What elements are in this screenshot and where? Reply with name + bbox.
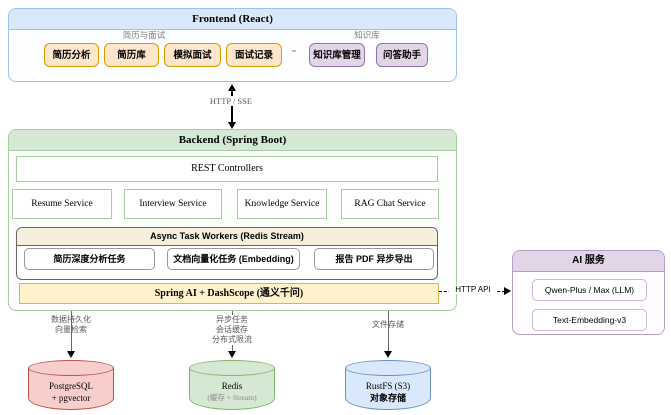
frontend-title: Frontend (React): [9, 9, 456, 30]
group-label-knowledge: 知识库: [354, 30, 380, 40]
node-interview-records: 面试记录: [226, 43, 282, 67]
node-spring-ai-dashscope: Spring AI + DashScope (通义千问): [19, 283, 439, 304]
cylinder-top: [189, 360, 275, 376]
task-pdf-export: 报告 PDF 异步导出: [314, 248, 434, 270]
task-doc-embedding: 文档向量化任务 (Embedding): [167, 248, 300, 270]
arrow-down-icon: [228, 351, 236, 358]
db-rustfs-label: RustFS (S3) 对象存储: [345, 380, 431, 404]
http-sse-label: HTTP / SSE: [203, 96, 259, 106]
db-redis-label: Redis (缓存 + Stream): [189, 380, 275, 404]
link-label-line: 数据持久化: [51, 315, 91, 324]
backend-title: Backend (Spring Boot): [9, 130, 456, 151]
db-postgresql-label: PostgreSQL + pgvector: [28, 380, 114, 404]
task-resume-analysis: 简历深度分析任务: [24, 248, 155, 270]
cylinder-top: [28, 360, 114, 376]
node-mock-interview: 模拟面试: [164, 43, 221, 67]
db-redis-cylinder: Redis (缓存 + Stream): [189, 360, 275, 410]
node-qwen-llm: Qwen-Plus / Max (LLM): [532, 279, 647, 301]
cylinder-body: [345, 368, 431, 410]
link-redis-label: 异步任务 会话缓存 分布式限流: [202, 315, 262, 345]
node-text-embedding: Text-Embedding-v3: [532, 309, 647, 331]
http-api-label: HTTP API: [449, 285, 497, 294]
node-qa-assistant: 问答助手: [376, 43, 428, 67]
db-postgresql-cylinder: PostgreSQL + pgvector: [28, 360, 114, 410]
http-sse-line: [231, 90, 233, 123]
node-knowledge-service: Knowledge Service: [237, 189, 327, 219]
link-label-line: 分布式限流: [212, 335, 252, 344]
link-postgres-label: 数据持久化 向量检索: [41, 315, 101, 335]
db-subtitle: + pgvector: [51, 393, 91, 403]
node-rest-controllers: REST Controllers: [16, 156, 438, 182]
async-workers-panel: Async Task Workers (Redis Stream) 简历深度分析…: [16, 227, 438, 280]
node-resume-service: Resume Service: [12, 189, 112, 219]
node-kb-management: 知识库管理: [309, 43, 365, 67]
frontend-panel: Frontend (React) 简历与面试 简历分析 简历库 模拟面试 面试记…: [8, 8, 457, 82]
node-resume-analysis: 简历分析: [44, 43, 99, 67]
arrow-up-icon: [228, 84, 236, 91]
arrow-down-icon: [228, 122, 236, 129]
node-rag-chat-service: RAG Chat Service: [341, 189, 439, 219]
ai-service-panel: AI 服务 Qwen-Plus / Max (LLM) Text-Embeddi…: [512, 250, 665, 335]
node-interview-service: Interview Service: [124, 189, 222, 219]
arrow-down-icon: [67, 351, 75, 358]
backend-panel: Backend (Spring Boot) REST Controllers R…: [8, 129, 457, 311]
link-postgres-line: [71, 311, 72, 352]
db-subtitle: (缓存 + Stream): [207, 393, 257, 402]
ai-service-title: AI 服务: [513, 251, 664, 272]
db-subtitle: 对象存储: [369, 393, 406, 403]
db-name: Redis: [221, 381, 243, 391]
cylinder-top: [345, 360, 431, 376]
link-label-line: 向量检索: [55, 325, 87, 334]
link-label-line: 文件存储: [372, 320, 404, 329]
db-rustfs-cylinder: RustFS (S3) 对象存储: [345, 360, 431, 410]
group-label-resume-interview: 简历与面试: [122, 30, 166, 40]
arrow-down-icon: [384, 351, 392, 358]
node-resume-library: 简历库: [104, 43, 159, 67]
link-label-line: 会话缓存: [216, 325, 248, 334]
db-name: RustFS (S3): [365, 381, 411, 391]
link-label-line: 异步任务: [216, 315, 248, 324]
arrow-right-icon: [504, 287, 511, 295]
db-name: PostgreSQL: [48, 381, 93, 391]
divider-dot: [292, 50, 296, 52]
async-workers-title: Async Task Workers (Redis Stream): [17, 228, 437, 246]
link-rustfs-line: [388, 311, 389, 352]
link-rustfs-label: 文件存储: [358, 320, 418, 330]
